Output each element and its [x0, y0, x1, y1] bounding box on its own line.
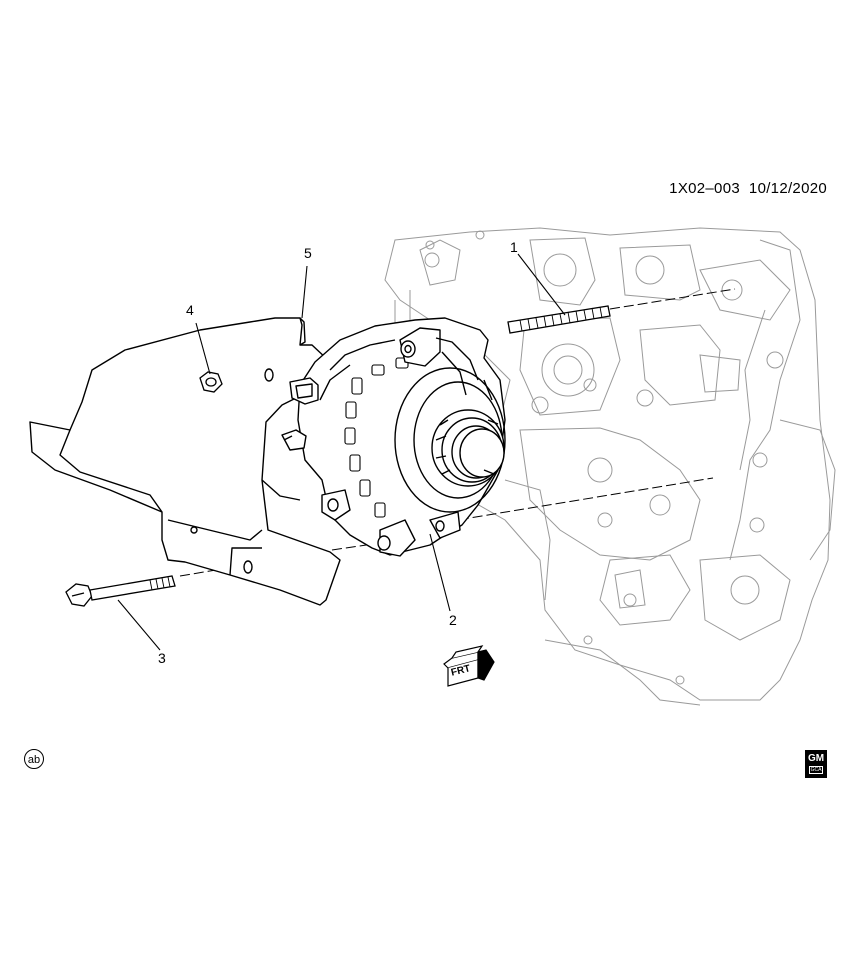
bolt — [65, 575, 176, 607]
heat-shield — [29, 317, 341, 606]
callout-1: 1 — [510, 239, 518, 255]
nut — [199, 371, 223, 393]
gm-logo-text: GM — [807, 753, 825, 764]
leader-lines — [117, 253, 566, 651]
callout-5: 5 — [304, 245, 312, 261]
battery-terminal — [281, 429, 307, 451]
figure-reference: 1X02–003 10/12/2020 — [669, 180, 827, 197]
callout-3: 3 — [158, 650, 166, 666]
front-direction-marker — [443, 645, 495, 687]
callout-2: 2 — [449, 612, 457, 628]
wire-connector — [289, 377, 319, 405]
alternator-fins — [344, 357, 409, 518]
callout-4: 4 — [186, 302, 194, 318]
stud — [507, 305, 611, 334]
alternator-pulley — [431, 409, 505, 487]
gca-logo-text: GCA — [809, 766, 823, 774]
gm-logo: GM GCA — [805, 750, 827, 778]
alternator — [281, 317, 506, 557]
reference-code: 1X02–003 — [669, 180, 740, 197]
ab-badge: ab — [24, 749, 44, 769]
reference-date: 10/12/2020 — [748, 180, 827, 197]
